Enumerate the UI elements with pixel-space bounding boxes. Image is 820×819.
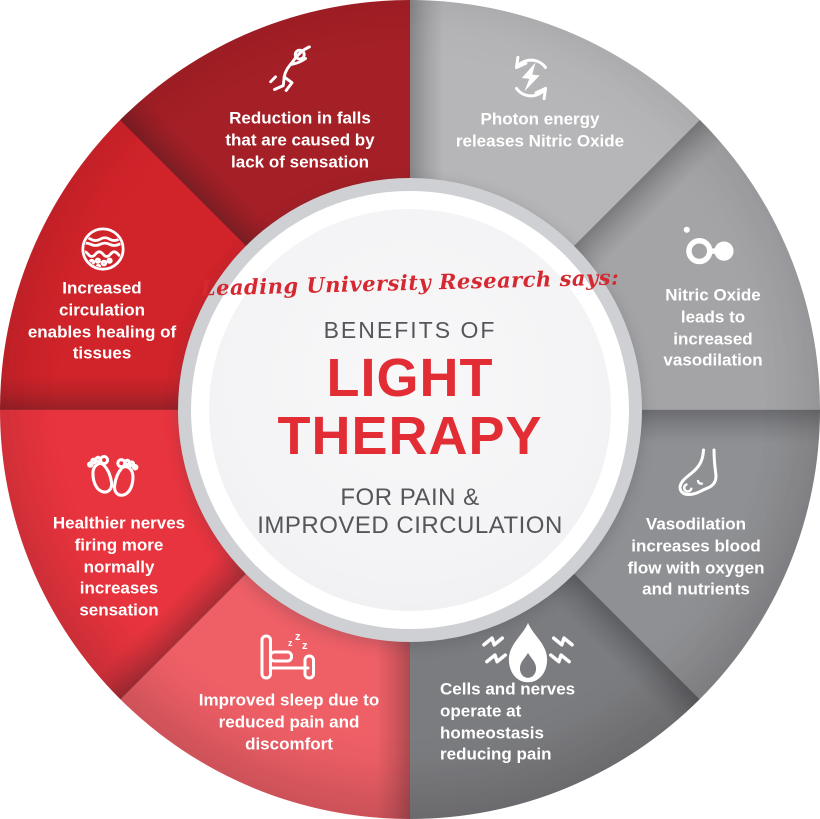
- hub-inner-disc: [209, 208, 611, 611]
